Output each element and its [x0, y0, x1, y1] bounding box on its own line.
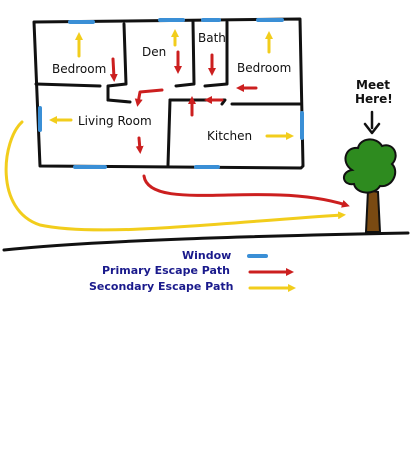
secondary-escape-paths — [4, 29, 346, 232]
primary-escape-paths — [109, 50, 350, 208]
wall-bedroom-bottom — [34, 82, 102, 88]
wall-bath-bedroom — [203, 20, 229, 88]
tree-canopy — [343, 138, 397, 194]
windows — [38, 18, 304, 169]
wall-bedroom-den — [106, 22, 128, 102]
room-label-bath: Bath — [198, 31, 226, 45]
primary-arrow-bedroom-left — [109, 57, 118, 82]
legend: Window Primary Escape Path Secondary Esc… — [89, 249, 296, 293]
room-label-den: Den — [142, 45, 166, 59]
room-label-bedroom-left: Bedroom — [52, 62, 106, 76]
meet-arrow — [363, 110, 381, 135]
meet-label-line1: Meet — [356, 78, 390, 92]
tree-icon — [343, 138, 397, 233]
primary-path-outside — [142, 174, 350, 208]
primary-arrow-hall-bend — [134, 88, 164, 107]
primary-arrow-living-down — [135, 136, 144, 154]
tree-trunk — [364, 188, 382, 233]
wall-den-bath — [174, 20, 196, 88]
legend-primary-label: Primary Escape Path — [102, 264, 230, 277]
secondary-path-outside — [4, 120, 346, 232]
room-label-kitchen: Kitchen — [207, 129, 252, 143]
meet-label-line2: Here! — [355, 92, 393, 106]
ground-line — [2, 231, 410, 252]
outer-wall — [32, 17, 305, 170]
legend-window-label: Window — [182, 249, 231, 262]
wall-living-stub — [106, 98, 132, 104]
wall-living-kitchen — [166, 98, 172, 167]
room-label-bedroom-right: Bedroom — [237, 61, 291, 75]
legend-secondary-label: Secondary Escape Path — [89, 280, 233, 293]
room-label-living-room: Living Room — [78, 114, 152, 128]
house-walls — [32, 17, 305, 170]
